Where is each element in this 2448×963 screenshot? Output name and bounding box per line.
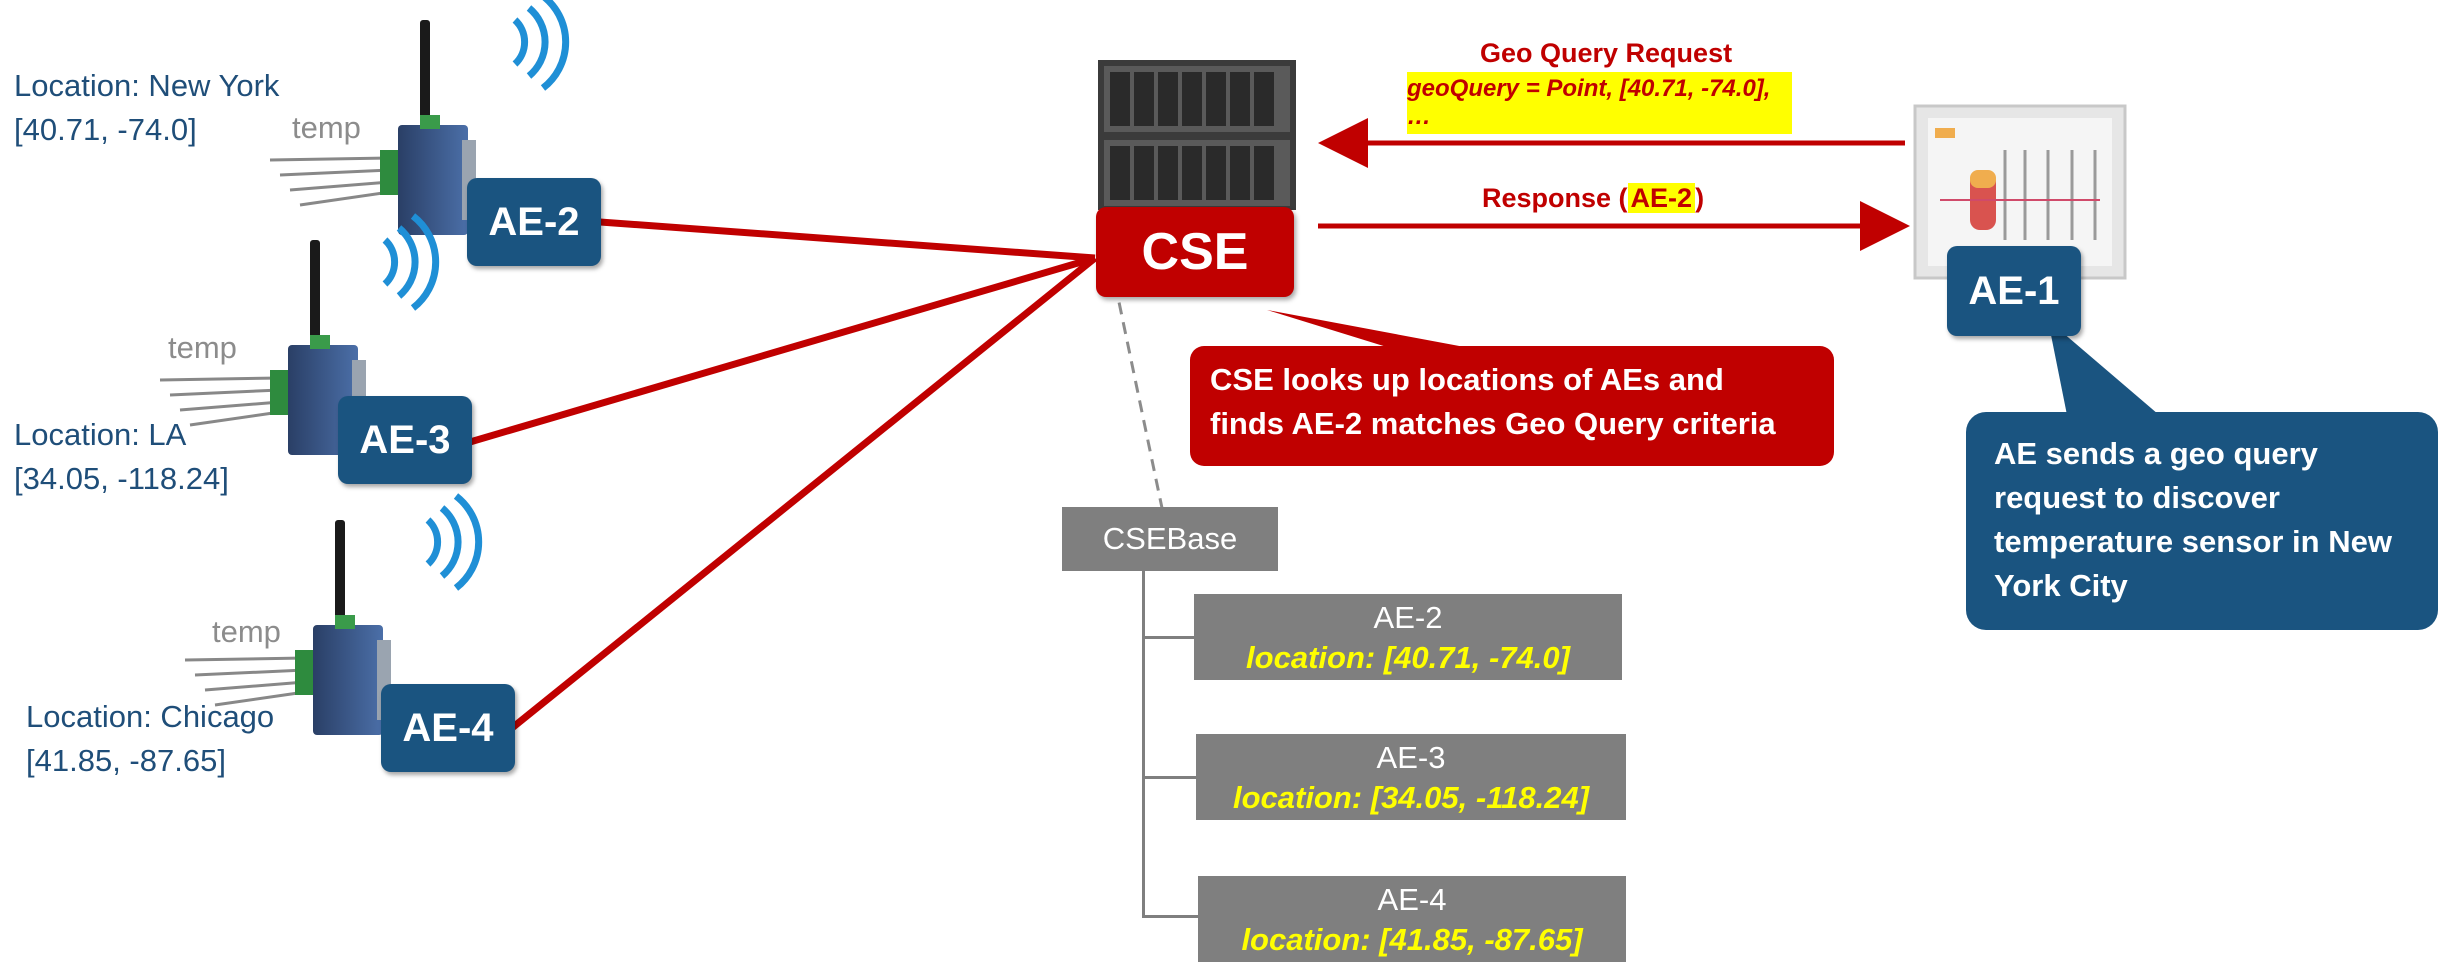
cse-callout-tail xyxy=(1267,310,1470,348)
tree-branch-3 xyxy=(1142,915,1198,918)
link-ae2-cse xyxy=(599,218,1096,262)
wifi-icon-ae2 xyxy=(515,0,566,88)
temp-label-ae4: temp xyxy=(212,614,281,649)
tree-node-location: location: [34.05, -118.24] xyxy=(1232,780,1590,815)
tree-node-name: AE-3 xyxy=(1376,740,1446,775)
cse-tree-link xyxy=(1113,282,1164,509)
ae-4-node[interactable]: AE-4 xyxy=(381,684,515,772)
cse-callout-line2: finds AE-2 matches Geo Query criteria xyxy=(1210,406,1776,441)
response-label: Response (AE-2) xyxy=(1482,183,1705,213)
link-ae4-cse xyxy=(509,255,1098,731)
ae-2-node[interactable]: AE-2 xyxy=(467,178,601,266)
location-label-ae3: Location: LA[34.05, -118.24] xyxy=(14,417,229,496)
ae-1-node[interactable]: AE-1 xyxy=(1947,246,2081,336)
response-match: AE-2 xyxy=(1627,183,1696,213)
request-title: Geo Query Request xyxy=(1480,38,1733,68)
cse-node[interactable]: CSE xyxy=(1096,207,1294,297)
tree-root-csebase[interactable]: CSEBase xyxy=(1062,507,1278,571)
wifi-icon-ae4 xyxy=(428,496,479,588)
tree-node-ae4[interactable]: AE-4 location: [41.85, -87.65] xyxy=(1198,876,1626,962)
location-label-ae4: Location: Chicago[41.85, -87.65] xyxy=(26,699,275,778)
request-query: geoQuery = Point, [40.71, -74.0], … xyxy=(1407,72,1792,134)
tree-node-name: AE-2 xyxy=(1373,600,1443,635)
tree-node-location: location: [41.85, -87.65] xyxy=(1241,922,1583,957)
cse-callout-line1: CSE looks up locations of AEs and xyxy=(1210,362,1724,397)
tree-branch-1 xyxy=(1142,636,1194,639)
server-rack-icon xyxy=(1098,60,1296,210)
tree-branch-2 xyxy=(1142,776,1196,779)
tree-node-location: location: [40.71, -74.0] xyxy=(1246,640,1570,675)
link-ae3-cse xyxy=(469,254,1096,446)
ae-3-node[interactable]: AE-3 xyxy=(338,396,472,484)
temp-label-ae2: temp xyxy=(292,110,361,145)
tree-node-ae2[interactable]: AE-2 location: [40.71, -74.0] xyxy=(1194,594,1622,680)
tree-node-ae3[interactable]: AE-3 location: [34.05, -118.24] xyxy=(1196,734,1626,820)
tree-trunk xyxy=(1142,571,1145,916)
ae1-callout: AE sends a geo query request to discover… xyxy=(1966,412,2438,630)
tree-node-name: AE-4 xyxy=(1377,882,1447,917)
cse-callout: CSE looks up locations of AEs and finds … xyxy=(1190,346,1834,466)
location-label-ae2: Location: New York[40.71, -74.0] xyxy=(14,68,280,147)
temp-label-ae3: temp xyxy=(168,330,237,365)
ae1-callout-tail xyxy=(2048,320,2165,420)
